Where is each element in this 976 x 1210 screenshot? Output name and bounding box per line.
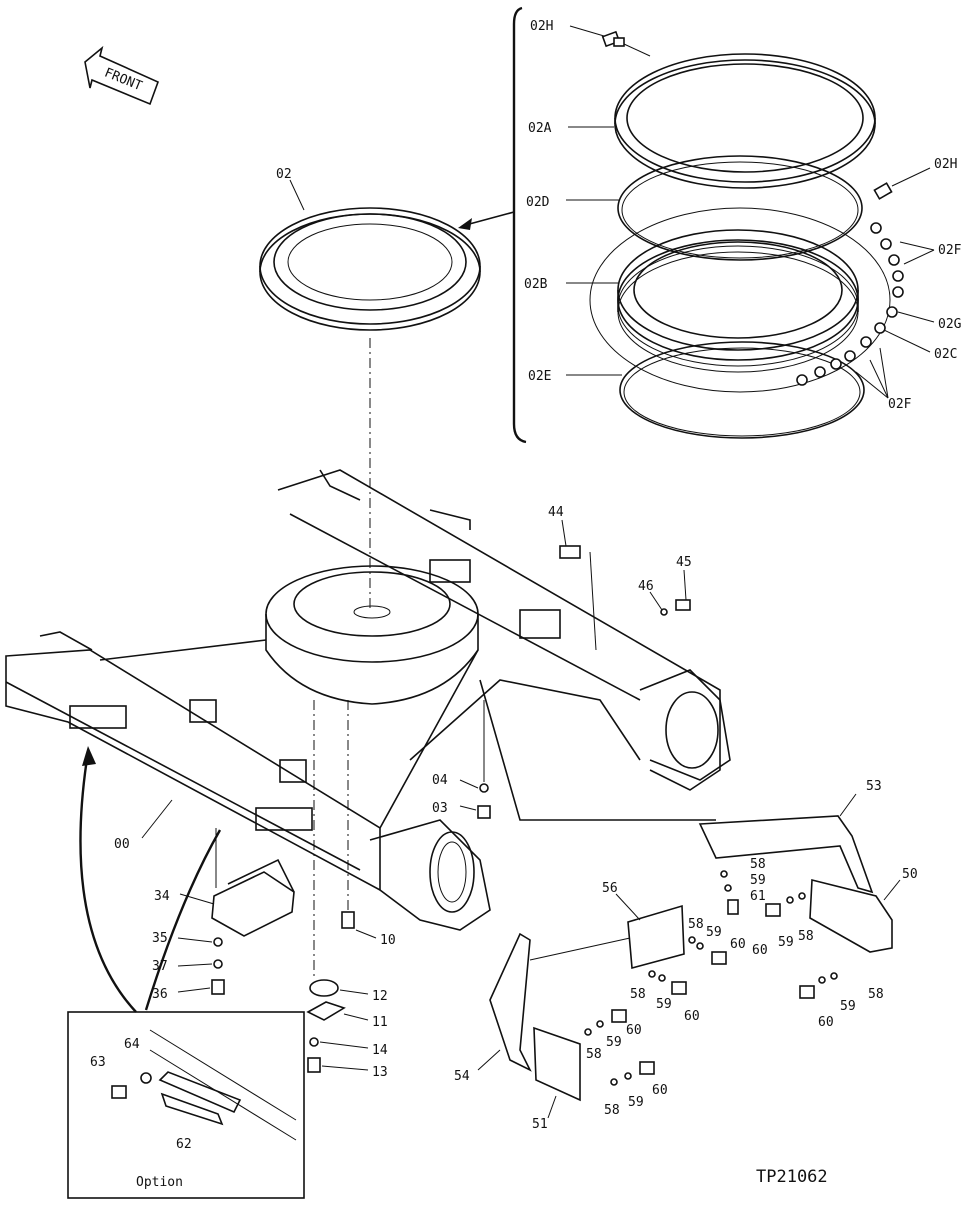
callout-58a: 58 [750, 857, 766, 872]
callout-45: 45 [676, 555, 692, 570]
cover-11 [306, 1001, 346, 1021]
option-arrow [79, 751, 137, 1013]
callout-35: 35 [152, 931, 168, 946]
callout-51: 51 [532, 1117, 548, 1132]
upper-frame-00 [5, 469, 731, 931]
callout-02f-bottom: 02F [888, 397, 912, 412]
callout-02d: 02D [526, 195, 550, 210]
callout-60e: 60 [652, 1083, 668, 1098]
callout-12: 12 [372, 989, 388, 1004]
callout-61: 61 [750, 889, 766, 904]
bolt-45 [660, 599, 691, 616]
callout-59a: 59 [750, 873, 766, 888]
washer-37 [213, 959, 223, 969]
callout-59d: 59 [656, 997, 672, 1012]
callout-10: 10 [380, 933, 396, 948]
ring-02b [617, 229, 859, 373]
callout-58b: 58 [798, 929, 814, 944]
seal-02d [617, 155, 863, 261]
front-arrow: FRONT [84, 45, 160, 106]
fitting-10 [341, 911, 355, 929]
front-arrow-label: FRONT [102, 66, 144, 95]
callout-58d: 58 [630, 987, 646, 1002]
callout-58c: 58 [688, 917, 704, 932]
callout-60a: 60 [752, 943, 768, 958]
block-34 [211, 858, 295, 937]
bracket-54 [489, 932, 532, 1072]
callout-63: 63 [90, 1055, 106, 1070]
callout-44: 44 [548, 505, 564, 520]
callout-60c: 60 [684, 1009, 700, 1024]
hardware-set [584, 870, 838, 1086]
callout-59f: 59 [628, 1095, 644, 1110]
plate-12 [309, 979, 339, 997]
callout-58e: 58 [586, 1047, 602, 1062]
callout-56: 56 [602, 881, 618, 896]
bolt-03 [477, 700, 491, 819]
group-bracket [512, 6, 527, 444]
callout-14: 14 [372, 1043, 388, 1058]
callout-59c: 59 [706, 925, 722, 940]
washer-35 [213, 937, 223, 947]
callout-60f: 60 [818, 1015, 834, 1030]
callout-02b: 02B [524, 277, 548, 292]
option-box [67, 1011, 305, 1199]
bearing-outline [589, 207, 891, 393]
bracket-51 [533, 1026, 581, 1102]
callout-59g: 59 [840, 999, 856, 1014]
callout-58f: 58 [604, 1103, 620, 1118]
callout-36: 36 [152, 987, 168, 1002]
swing-bearing-02 [259, 207, 481, 331]
balls-02f [796, 222, 904, 386]
drawing-number: TP21062 [756, 1167, 828, 1187]
callout-34: 34 [154, 889, 170, 904]
callout-64: 64 [124, 1037, 140, 1052]
callout-04: 04 [432, 773, 448, 788]
callout-02a: 02A [528, 121, 552, 136]
callout-00: 00 [114, 837, 130, 852]
callout-62: 62 [176, 1137, 192, 1152]
callout-02c: 02C [934, 347, 957, 362]
bolt-13 [307, 1057, 321, 1073]
bolt-36 [211, 979, 225, 995]
callout-60d: 60 [626, 1023, 642, 1038]
callout-59b: 59 [778, 935, 794, 950]
ring-02a [614, 53, 876, 189]
bracket-44 [559, 545, 581, 559]
seal-02e [619, 341, 865, 439]
callout-03: 03 [432, 801, 448, 816]
callout-58g: 58 [868, 987, 884, 1002]
callout-60b: 60 [730, 937, 746, 952]
option-label: Option [136, 1175, 183, 1190]
callout-53: 53 [866, 779, 882, 794]
callout-59e: 59 [606, 1035, 622, 1050]
callout-02h-right: 02H [934, 157, 957, 172]
callout-50: 50 [902, 867, 918, 882]
callout-13: 13 [372, 1065, 388, 1080]
guard-53 [698, 815, 874, 894]
callout-37: 37 [152, 959, 168, 974]
callout-54: 54 [454, 1069, 470, 1084]
callout-02f-top: 02F [938, 243, 962, 258]
callout-02e: 02E [528, 369, 551, 384]
plate-56 [627, 904, 685, 970]
bolt-02h-right [873, 182, 893, 200]
callout-02: 02 [276, 167, 292, 182]
guard-50 [809, 878, 893, 953]
callout-02h-top: 02H [530, 19, 553, 34]
callout-02g: 02G [938, 317, 962, 332]
washer-14 [309, 1037, 319, 1047]
callout-11: 11 [372, 1015, 388, 1030]
bolt-02h-top [601, 30, 625, 48]
callout-46: 46 [638, 579, 654, 594]
